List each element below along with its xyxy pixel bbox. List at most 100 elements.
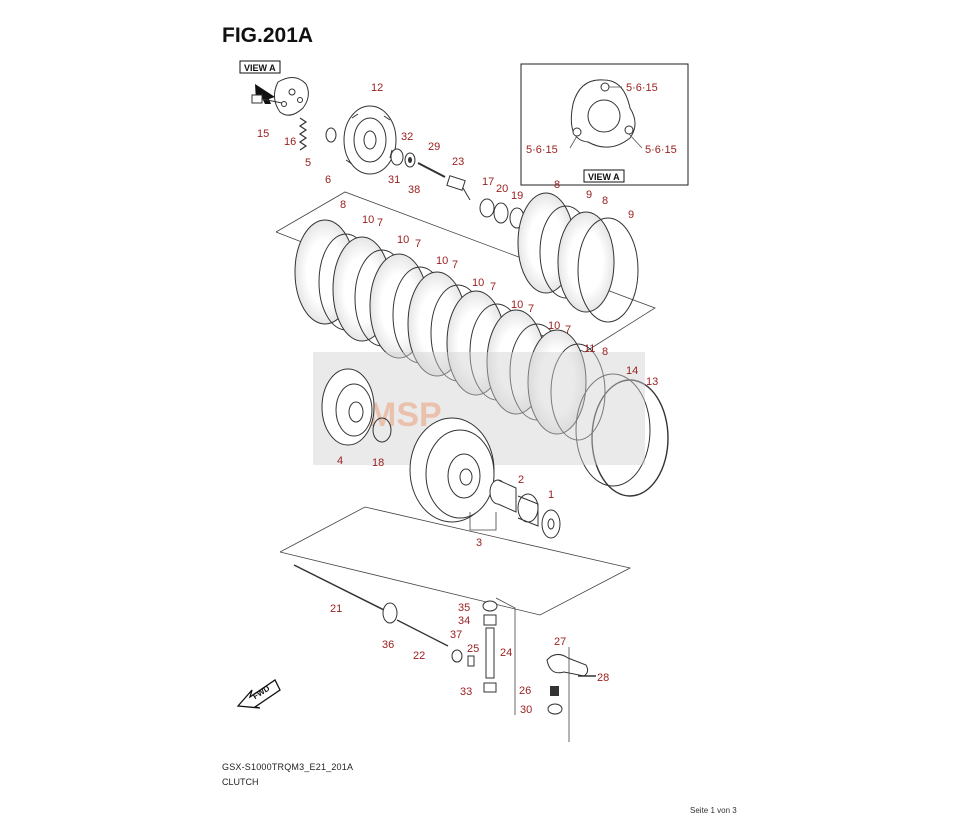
callout-7-c: 7 — [452, 259, 458, 271]
callout-34: 34 — [458, 615, 470, 627]
callout-8-right: 8 — [602, 346, 608, 358]
view-a-marker-label: VIEW A — [244, 63, 276, 73]
callout-7-d: 7 — [490, 281, 496, 293]
clutch-sleeve-hub — [321, 368, 375, 446]
pressure-plate — [343, 105, 397, 175]
fwd-arrow-icon: FWD — [236, 679, 281, 709]
view-a-inset: VIEW A 5·6·15 5·6·15 5·6·15 — [520, 63, 689, 186]
callout-9-top-2: 9 — [628, 209, 634, 221]
callout-26: 26 — [519, 685, 531, 697]
pushrod-29 — [417, 162, 446, 178]
clutch-housing — [409, 417, 495, 523]
washer-30 — [547, 703, 563, 715]
callout-37: 37 — [450, 629, 462, 641]
washer-31 — [390, 148, 404, 166]
spacer-2 — [489, 479, 517, 513]
thrust-washer-1 — [541, 509, 561, 539]
callout-36: 36 — [382, 639, 394, 651]
assembly-name: CLUTCH — [222, 777, 259, 787]
view-a-callout-right: 5·6·15 — [645, 144, 677, 156]
callout-7-e: 7 — [528, 303, 534, 315]
housing-leader — [469, 512, 497, 531]
clutch-spring — [298, 117, 308, 151]
callout-30: 30 — [520, 704, 532, 716]
callout-1: 1 — [548, 489, 554, 501]
callout-9-top: 9 — [586, 189, 592, 201]
view-a-callout-top: 5·6·15 — [626, 82, 658, 94]
callout-10-d: 10 — [472, 277, 484, 289]
callout-14: 14 — [626, 365, 638, 377]
shaft-leader — [495, 597, 516, 715]
callout-12: 12 — [371, 82, 383, 94]
callout-13: 13 — [646, 376, 658, 388]
spring-seat-14 — [575, 373, 651, 487]
callout-19: 19 — [511, 190, 523, 202]
callout-labels: 12 15 16 5 6 32 31 38 29 23 17 20 19 8 9… — [257, 82, 658, 716]
washer-18 — [372, 417, 392, 443]
callout-27: 27 — [554, 636, 566, 648]
callout-28: 28 — [597, 672, 609, 684]
callout-15: 15 — [257, 128, 269, 140]
callout-10-a: 10 — [362, 214, 374, 226]
callout-3: 3 — [476, 537, 482, 549]
callout-17: 17 — [482, 176, 494, 188]
pushrod-21 — [293, 564, 387, 612]
callout-25: 25 — [467, 643, 479, 655]
view-a-inset-label: VIEW A — [588, 172, 620, 182]
callout-8-left: 8 — [340, 199, 346, 211]
pin-25 — [467, 655, 475, 667]
needle-bearing — [517, 493, 539, 527]
callout-7-a: 7 — [377, 217, 383, 229]
wire-ring-13 — [591, 379, 669, 497]
callout-6: 6 — [325, 174, 331, 186]
callout-7-f: 7 — [565, 324, 571, 336]
bolt-15 — [251, 94, 283, 104]
upper-plate-set — [517, 192, 639, 323]
callout-11: 11 — [584, 343, 595, 355]
figure-title: FIG.201A — [222, 24, 314, 47]
callout-5: 5 — [305, 157, 311, 169]
callout-10-f: 10 — [548, 320, 560, 332]
callout-16: 16 — [284, 136, 296, 148]
callout-10-c: 10 — [436, 255, 448, 267]
callout-38: 38 — [408, 184, 420, 196]
callout-18: 18 — [372, 457, 384, 469]
callout-10-b: 10 — [397, 234, 409, 246]
washer-6 — [325, 127, 337, 143]
callout-8-top: 8 — [554, 179, 560, 191]
nut-17 — [479, 198, 495, 218]
callout-23: 23 — [452, 156, 464, 168]
push-piece-23 — [446, 175, 471, 201]
clutch-plate-stack — [294, 219, 606, 441]
washer-20 — [493, 202, 509, 224]
release-lever-27 — [546, 654, 589, 677]
callout-29: 29 — [428, 141, 440, 153]
callout-8-top-2: 8 — [602, 195, 608, 207]
release-shaft — [482, 600, 498, 693]
callout-33: 33 — [460, 686, 472, 698]
shaft-frame — [279, 506, 632, 616]
callout-35: 35 — [458, 602, 470, 614]
callout-32: 32 — [401, 131, 413, 143]
callout-10-e: 10 — [511, 299, 523, 311]
page-indicator: Seite 1 von 3 — [690, 806, 737, 815]
callout-2: 2 — [518, 474, 524, 486]
callout-22: 22 — [413, 650, 425, 662]
callout-21: 21 — [330, 603, 342, 615]
view-a-callout-left: 5·6·15 — [526, 144, 558, 156]
callout-4: 4 — [337, 455, 343, 467]
spring-26 — [550, 686, 559, 696]
lifter-plate — [274, 77, 309, 116]
bearing-36 — [382, 602, 398, 624]
callout-7-b: 7 — [415, 238, 421, 250]
callout-24: 24 — [500, 647, 512, 659]
pushrod-22 — [396, 619, 449, 647]
thrust-washer-1-hole — [547, 518, 555, 530]
model-code: GSX-S1000TRQM3_E21_201A — [222, 762, 354, 772]
callout-20: 20 — [496, 183, 508, 195]
callout-31: 31 — [388, 174, 400, 186]
bearing-32-core — [408, 157, 412, 163]
washer-37 — [451, 649, 463, 663]
